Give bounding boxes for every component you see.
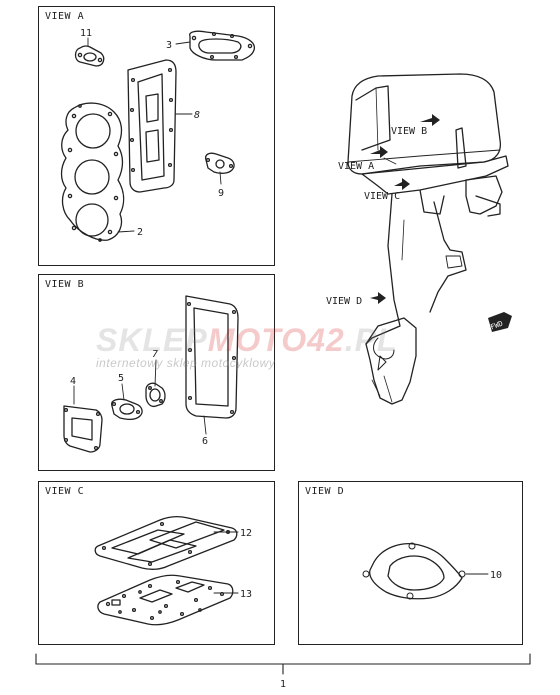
callout-10: 10 xyxy=(490,570,502,581)
callout-8: 8 xyxy=(194,110,200,121)
motor-label-view-c: VIEW C xyxy=(364,191,400,202)
view-b-panel: VIEW B xyxy=(38,274,275,471)
gasket-part-11 xyxy=(74,45,105,67)
fwd-label: FWD xyxy=(489,320,504,332)
gasket-part-5 xyxy=(111,398,143,420)
callout-11: 11 xyxy=(80,28,92,39)
gasket-part-8 xyxy=(127,59,177,193)
view-d-title: VIEW D xyxy=(305,486,345,497)
watermark-subtitle: internetowy sklep motocyklowy xyxy=(96,356,276,370)
gasket-part-9 xyxy=(204,152,235,174)
gasket-part-12 xyxy=(94,516,238,570)
motor-label-view-d: VIEW D xyxy=(326,296,362,307)
callout-2: 2 xyxy=(137,227,143,238)
callout-6: 6 xyxy=(202,436,208,447)
callout-12: 12 xyxy=(240,528,252,539)
gasket-part-4 xyxy=(63,405,103,453)
callout-4: 4 xyxy=(70,376,76,387)
gasket-part-6 xyxy=(185,295,239,419)
motor-label-view-b: VIEW B xyxy=(391,126,427,137)
head-gasket-part-2 xyxy=(60,102,125,242)
gasket-part-10 xyxy=(362,542,466,600)
view-d-panel: VIEW D xyxy=(298,481,523,645)
outboard-motor-drawing xyxy=(347,73,512,405)
motor-view-leader-lines xyxy=(383,157,397,165)
callout-1: 1 xyxy=(280,679,286,690)
callout-3: 3 xyxy=(166,40,172,51)
callout-7: 7 xyxy=(152,349,158,360)
motor-label-view-a: VIEW A xyxy=(338,161,374,172)
view-c-panel: VIEW C xyxy=(38,481,275,645)
view-a-leader-lines xyxy=(87,37,222,233)
gasket-part-13 xyxy=(97,574,234,626)
callout-13: 13 xyxy=(240,589,252,600)
assembly-bracket xyxy=(35,653,531,675)
view-b-title: VIEW B xyxy=(45,279,85,290)
view-b-leader-lines xyxy=(73,359,207,435)
gasket-part-3 xyxy=(189,30,256,61)
callout-5: 5 xyxy=(118,373,124,384)
gasket-part-7 xyxy=(145,382,166,408)
view-c-leader-lines xyxy=(213,531,239,594)
watermark-logo: SKLEPMOTO42.PL xyxy=(96,322,398,358)
callout-9: 9 xyxy=(218,188,224,199)
view-a-title: VIEW A xyxy=(45,11,85,22)
view-c-title: VIEW C xyxy=(45,486,85,497)
